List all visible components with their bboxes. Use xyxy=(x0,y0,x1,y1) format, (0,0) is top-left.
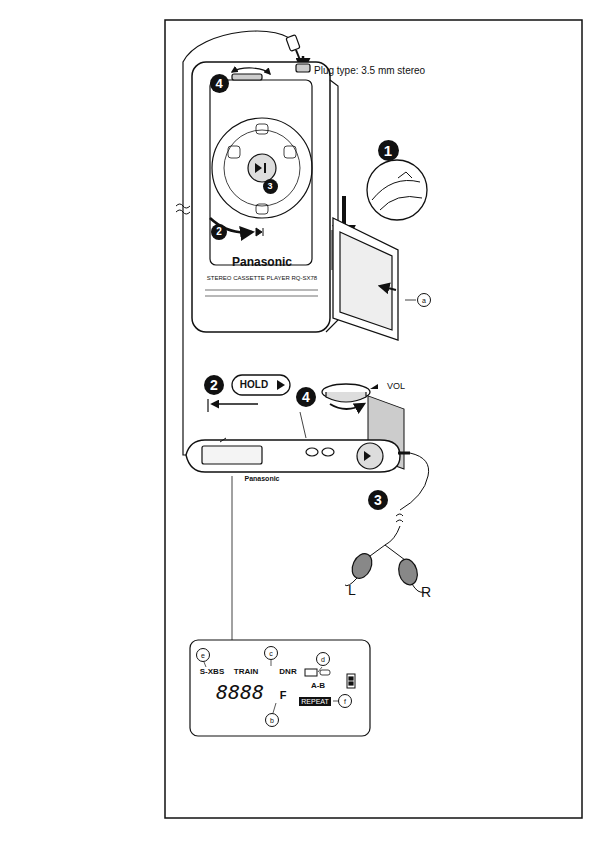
brand-name: Panasonic xyxy=(244,475,279,482)
callout-number: 1 xyxy=(378,140,399,161)
display-indicator: REPEAT xyxy=(299,697,331,706)
control-label: VOL xyxy=(387,382,405,391)
cassette-player xyxy=(192,62,338,332)
remote-control xyxy=(186,438,410,472)
channel-label: R xyxy=(421,585,431,599)
callout-number: 3 xyxy=(368,490,388,510)
display-indicator: S-XBS xyxy=(200,668,224,676)
brand-name: Panasonic xyxy=(232,256,292,268)
callout-number: 2 xyxy=(204,375,224,395)
callout-number: 3 xyxy=(263,179,278,194)
plug xyxy=(286,35,300,60)
callout-number: 4 xyxy=(210,74,229,93)
earphones xyxy=(345,453,429,592)
callout-letter: a xyxy=(417,293,431,307)
callout-letter: d xyxy=(316,652,330,666)
display-indicator: DNR xyxy=(279,668,296,676)
display-indicator: TRAIN xyxy=(234,668,258,676)
cassette-lid xyxy=(333,218,416,469)
callout-letter: c xyxy=(264,646,278,660)
callout-letter: b xyxy=(265,713,279,727)
display-digits: 8888 xyxy=(216,682,264,702)
plug-note: Plug type: 3.5 mm stereo xyxy=(314,66,425,76)
callout-letter: f xyxy=(338,694,352,708)
volume-wheel xyxy=(322,384,378,409)
callout-letter: e xyxy=(196,648,210,662)
callout-number: 2 xyxy=(211,224,227,240)
model-text: STEREO CASSETTE PLAYER RQ-SX78 xyxy=(207,275,317,281)
leader-line xyxy=(232,476,233,640)
hold-switch xyxy=(232,375,290,395)
channel-label: L xyxy=(348,583,356,597)
latch-inset xyxy=(367,160,427,220)
button-label: HOLD xyxy=(240,380,268,390)
frame xyxy=(165,20,582,818)
display-indicator: F xyxy=(280,690,287,701)
display-indicator: A-B xyxy=(311,682,325,690)
callout-number: 4 xyxy=(296,387,316,407)
display-inset xyxy=(190,640,370,736)
